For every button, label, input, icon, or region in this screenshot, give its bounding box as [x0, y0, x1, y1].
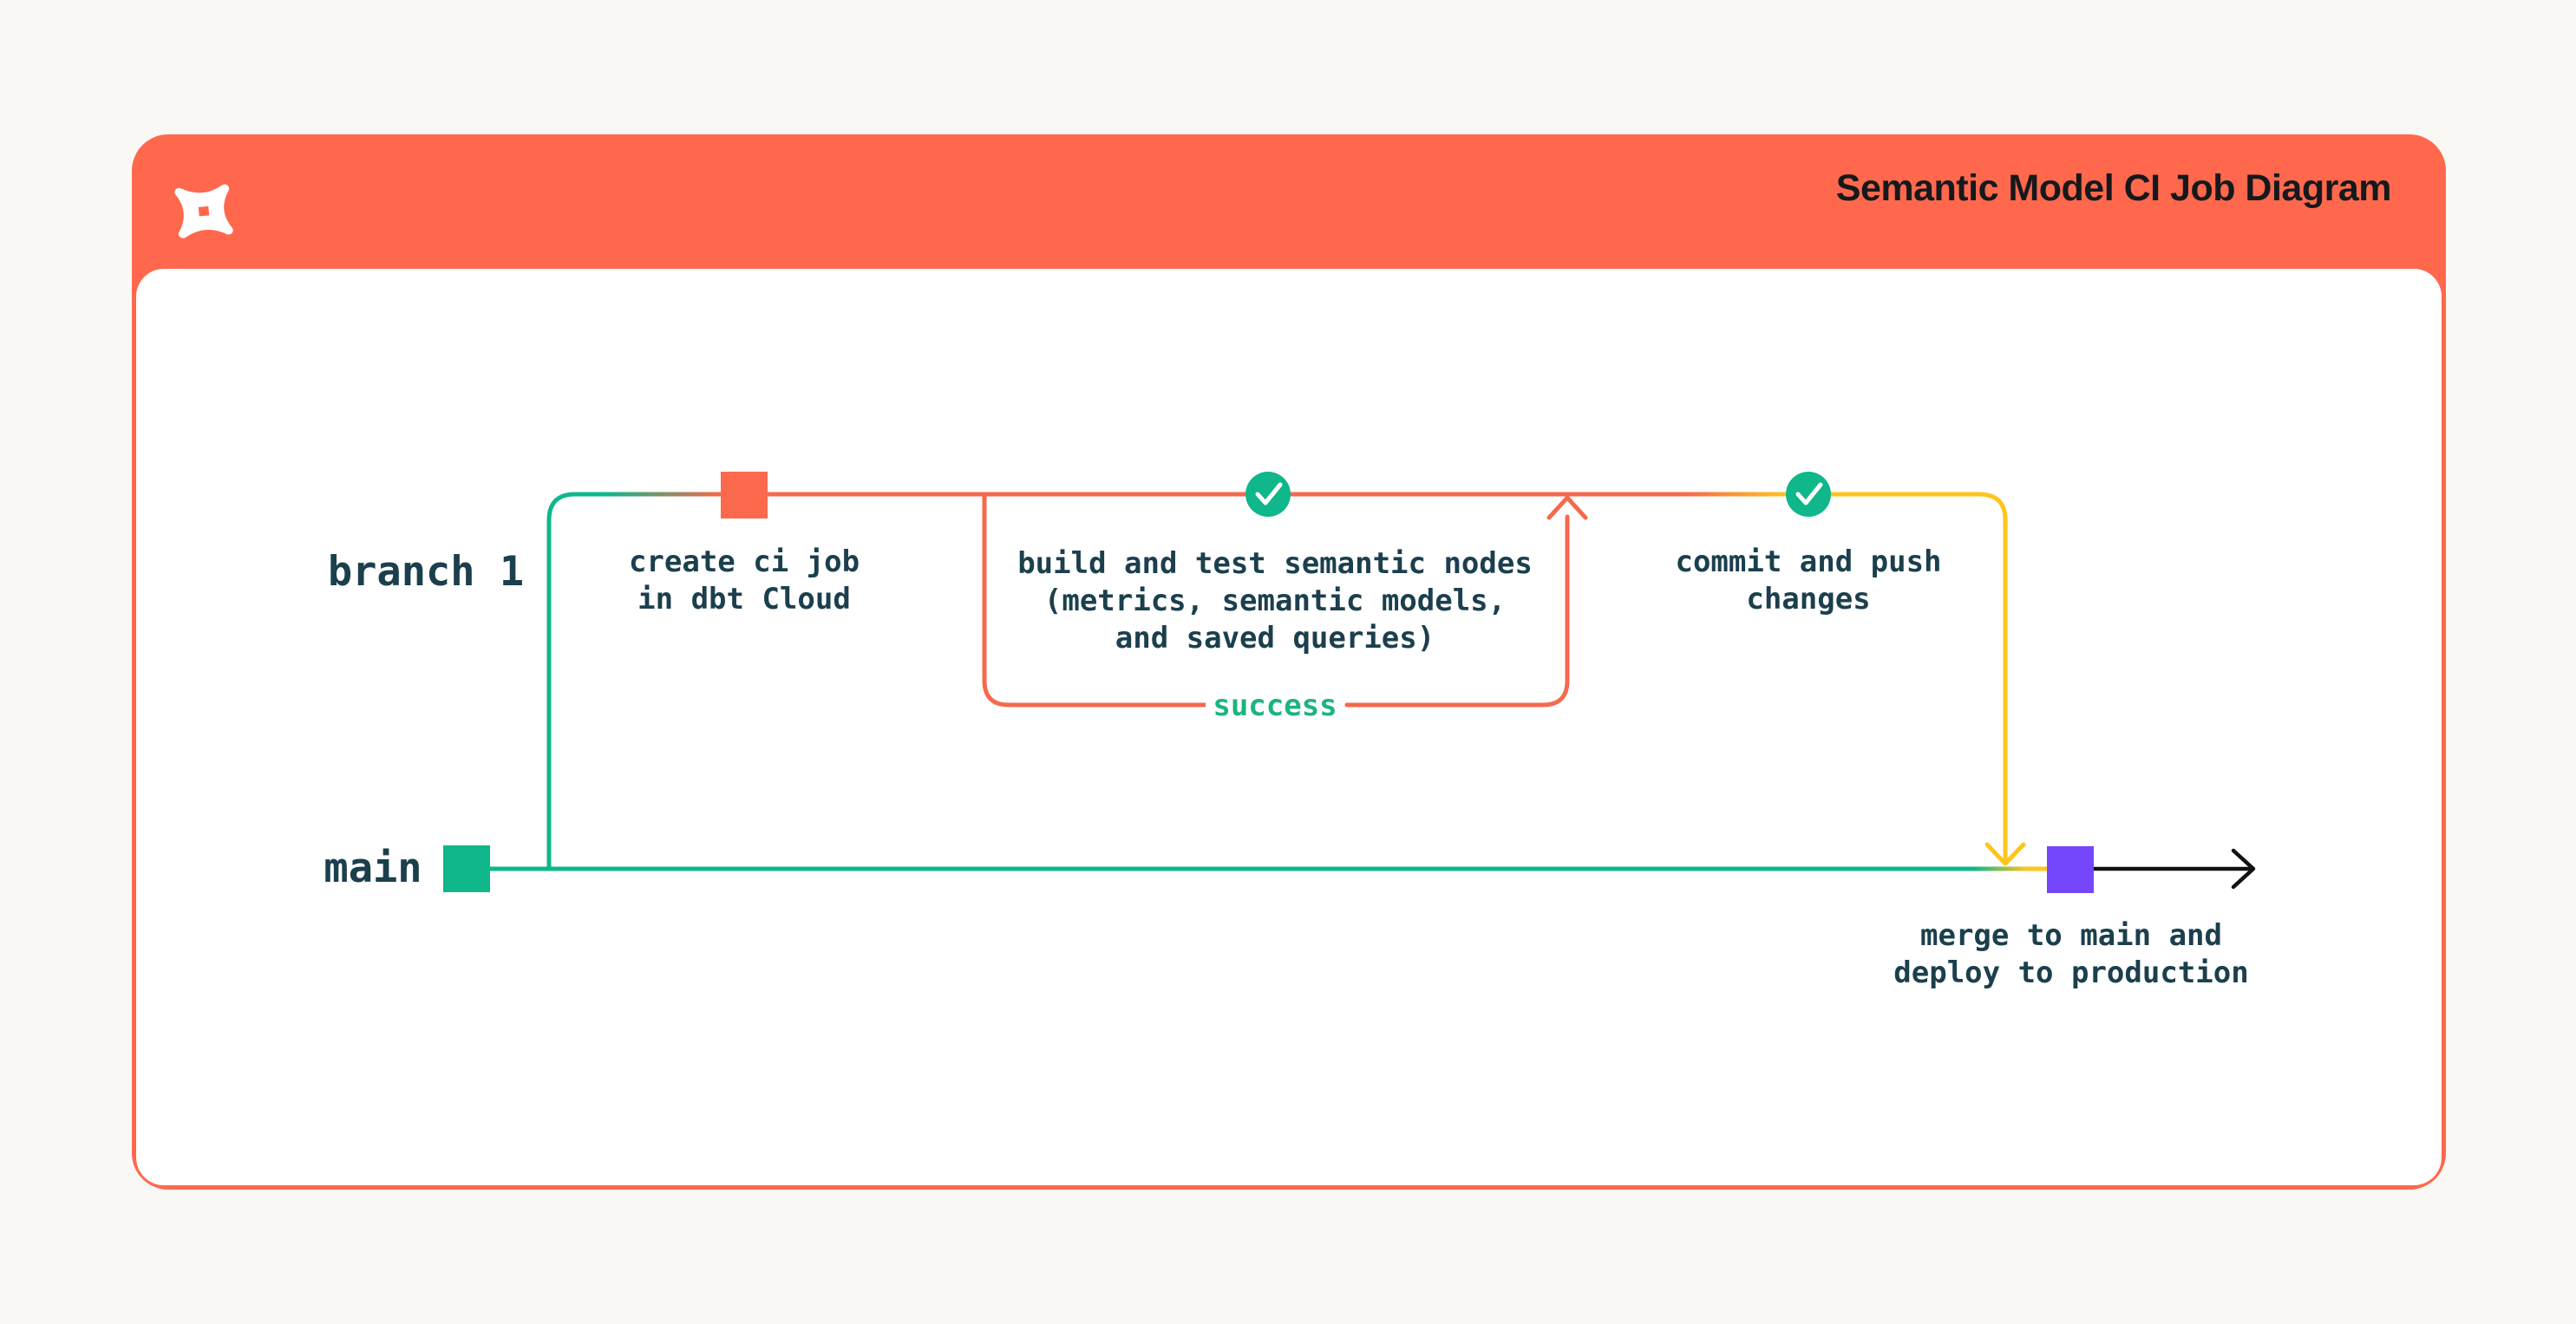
commit-push-label: commit and push changes: [1675, 545, 1942, 616]
production-arrowhead-icon: [2231, 848, 2256, 890]
merge-down-line: [1977, 492, 2008, 861]
main-commit-square: [443, 845, 490, 892]
create-ci-job-label: create ci job in dbt Cloud: [628, 545, 860, 616]
success-arrowhead-up-icon: [1546, 495, 1588, 520]
dbt-logo-icon: [174, 184, 233, 238]
branch1-label: branch 1: [327, 548, 525, 596]
success-loop-right: [1344, 514, 1570, 708]
merge-deploy-label: merge to main and deploy to production: [1893, 918, 2249, 990]
branch1-fork-line: [546, 492, 576, 869]
success-loop-left: [982, 494, 1206, 708]
merge-arrowhead-down-icon: [1984, 842, 2026, 866]
diagram-card: Semantic Model CI Job Diagram: [132, 134, 2446, 1190]
main-label: main: [324, 845, 422, 892]
page-title: Semantic Model CI Job Diagram: [1835, 167, 2392, 209]
commit-push-check-icon: [1786, 472, 1831, 517]
diagram-canvas: [136, 269, 2442, 1185]
build-test-label: build and test semantic nodes (metrics, …: [1017, 546, 1533, 655]
success-label: success: [1213, 688, 1337, 723]
build-test-check-icon: [1246, 472, 1291, 517]
merge-commit-square: [2047, 846, 2094, 893]
create-ci-commit-square: [721, 472, 768, 519]
